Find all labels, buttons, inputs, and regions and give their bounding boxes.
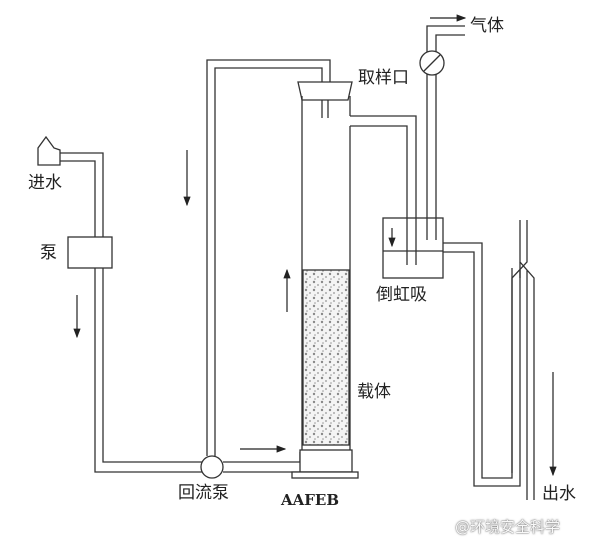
inlet-nozzle (37, 135, 61, 166)
effluent-pipe (350, 115, 417, 265)
base-plate (291, 471, 359, 479)
gas-label: 气体 (470, 16, 504, 36)
recirculation-pipe (206, 59, 331, 457)
feed-pump (67, 236, 113, 269)
outlet-label: 出水 (542, 484, 576, 504)
gas-pipe (426, 25, 465, 240)
inlet-pipe (60, 152, 203, 473)
reactor-column (301, 96, 351, 450)
pump-to-reactor-pipe (223, 452, 301, 473)
reactor-base (299, 449, 353, 473)
watermark: @环境安全科学 (455, 518, 561, 536)
recirculation-pump-label: 回流泵 (178, 483, 229, 503)
recirculation-pump (200, 455, 224, 479)
reactor-label: AAFEB (281, 491, 340, 509)
carrier-packing (302, 269, 350, 446)
sampling-funnel (297, 81, 353, 101)
siphon-outlet-pipe (443, 242, 521, 487)
sampling-port-label: 取样口 (358, 68, 409, 88)
siphon-label: 倒虹吸 (376, 285, 427, 305)
vent-tube (511, 220, 535, 500)
inlet-label: 进水 (28, 173, 62, 193)
pump-label: 泵 (40, 243, 57, 263)
siphon-box (382, 217, 444, 279)
carrier-label: 载体 (357, 382, 391, 402)
